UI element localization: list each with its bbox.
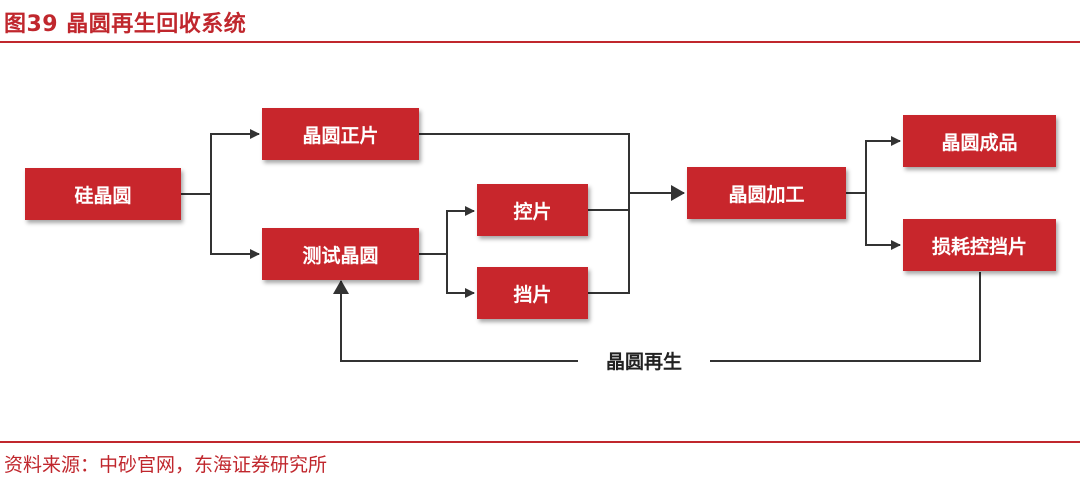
node-wafer-processing: 晶圆加工 [687,167,846,219]
edge-prime-to-merge [419,133,630,193]
source-rule [0,441,1080,443]
edge-to-finished-wafer [865,136,901,193]
edge-dummy-to-merge [588,193,630,294]
edge-to-control-wafer [446,206,475,254]
node-test-wafer: 测试晶圆 [262,228,419,280]
node-dummy-wafer: 挡片 [477,267,588,319]
node-prime-wafer: 晶圆正片 [262,108,419,160]
regeneration-loop-label: 晶圆再生 [578,349,710,375]
figure-title: 图39 晶圆再生回收系统 [4,12,247,37]
edge-to-dummy-wafer [446,254,475,298]
edge-to-worn-wafer [865,193,901,250]
node-silicon-wafer: 硅晶圆 [25,168,181,220]
node-worn-control-dummy-wafer: 损耗控挡片 [903,219,1056,271]
node-control-wafer: 控片 [477,184,588,236]
edge-to-prime-wafer [210,129,260,194]
edge-to-test-wafer [210,194,260,259]
edge-regeneration-loop [333,272,981,362]
title-rule [0,41,1080,43]
source-note: 资料来源：中砂官网，东海证券研究所 [4,454,328,476]
node-finished-wafer: 晶圆成品 [903,115,1056,167]
